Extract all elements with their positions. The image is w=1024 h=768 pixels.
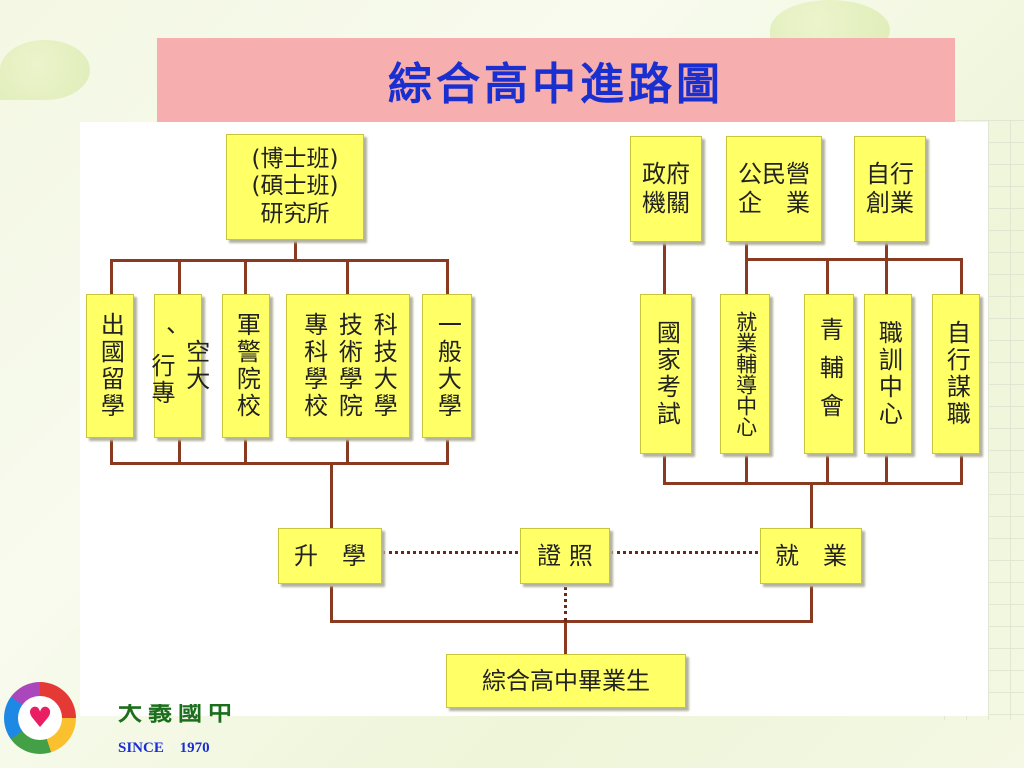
title-banner: 綜合高中進路圖: [157, 38, 955, 122]
node-label: 國家考試: [652, 320, 681, 428]
node-self-employed: 自行 創業: [854, 136, 926, 242]
node-label: 機關: [642, 189, 690, 217]
connector: [330, 586, 333, 622]
since-label: SINCE 1970: [118, 740, 210, 757]
node-label: (博士班): [251, 145, 339, 172]
since-text: SINCE: [118, 740, 164, 756]
connector: [110, 259, 448, 262]
connector: [564, 620, 567, 656]
connector: [885, 242, 888, 298]
dotted-connector: [564, 580, 567, 622]
connector: [244, 438, 247, 464]
connector: [745, 242, 748, 260]
diagram-canvas: (博士班) (碩士班) 研究所 出國留學 空大 、行專 軍警院校 科技大學 技術…: [80, 122, 988, 716]
connector: [810, 586, 813, 622]
connector: [446, 259, 449, 295]
node-employment: 就 業: [760, 528, 862, 584]
node-label: 、行專: [147, 325, 175, 407]
node-study-abroad: 出國留學: [86, 294, 134, 438]
connector: [178, 438, 181, 464]
node-label: (碩士班): [251, 173, 339, 200]
node-technical-colleges: 科技大學 技術學院 專科學校: [286, 294, 410, 438]
school-logo: ♥: [4, 682, 76, 754]
dotted-connector: [610, 551, 758, 554]
dotted-connector: [382, 551, 518, 554]
connector: [346, 438, 349, 464]
node-youth-council: 青輔會: [804, 294, 854, 454]
node-label: 自行: [866, 160, 914, 189]
since-year: 1970: [179, 740, 210, 756]
connector: [330, 462, 333, 530]
node-label: 就 業: [775, 541, 847, 570]
node-label: 企 業: [738, 189, 810, 217]
connector: [663, 242, 666, 298]
connector: [745, 452, 748, 484]
node-label: 就業輔導中心: [733, 311, 758, 437]
node-government: 政府 機關: [630, 136, 702, 242]
node-label: 軍警院校: [232, 312, 261, 420]
node-graduate: 綜合高中畢業生: [446, 654, 686, 708]
node-certificates: 證 照: [520, 528, 610, 584]
connector: [330, 620, 813, 623]
node-further-study: 升 學: [278, 528, 382, 584]
connector: [446, 438, 449, 464]
leaf-decoration: [0, 40, 90, 100]
connector: [960, 452, 963, 484]
connector: [885, 452, 888, 484]
slide-title: 綜合高中進路圖: [388, 59, 724, 110]
node-military-police: 軍警院校: [222, 294, 270, 438]
node-label: 一般大學: [433, 312, 462, 420]
node-open-university: 空大 、行專: [147, 294, 210, 438]
node-label: 政府: [642, 160, 690, 189]
connector: [110, 462, 449, 465]
connector: [294, 240, 297, 262]
node-self-job-search: 自行謀職: [932, 294, 980, 454]
node-graduate-school: (博士班) (碩士班) 研究所: [226, 134, 364, 240]
connector: [745, 258, 748, 298]
connector: [178, 259, 181, 295]
node-label: 自行謀職: [942, 320, 971, 428]
node-label: 證 照: [537, 541, 593, 570]
connector: [110, 438, 113, 464]
node-label: 出國留學: [96, 312, 125, 420]
connector: [826, 258, 829, 298]
heart-icon: ♥: [27, 701, 53, 734]
connector: [663, 452, 666, 484]
node-label: 職訓中心: [874, 320, 903, 428]
connector: [110, 259, 113, 295]
node-employment-center: 就業輔導中心: [720, 294, 770, 454]
connector: [346, 259, 349, 295]
connector: [826, 452, 829, 484]
node-enterprise: 公民營 企 業: [726, 136, 822, 242]
connector: [663, 482, 963, 485]
node-label: 青輔會: [815, 317, 844, 431]
connector: [960, 258, 963, 298]
node-label: 研究所: [260, 200, 330, 227]
connector: [810, 482, 813, 528]
node-general-university: 一般大學: [422, 294, 472, 438]
node-label: 專科學校: [299, 312, 328, 420]
node-label: 技術學院: [334, 312, 363, 420]
node-label: 科技大學: [369, 312, 398, 420]
node-label: 空大: [181, 339, 210, 393]
node-label: 綜合高中畢業生: [482, 666, 650, 695]
node-label: 創業: [866, 189, 914, 217]
connector: [745, 258, 963, 261]
node-national-exam: 國家考試: [640, 294, 692, 454]
connector: [244, 259, 247, 295]
node-training-center: 職訓中心: [864, 294, 912, 454]
node-label: 公民營: [738, 160, 810, 189]
node-label: 升 學: [294, 541, 366, 570]
school-name: 大義國中: [118, 704, 238, 726]
